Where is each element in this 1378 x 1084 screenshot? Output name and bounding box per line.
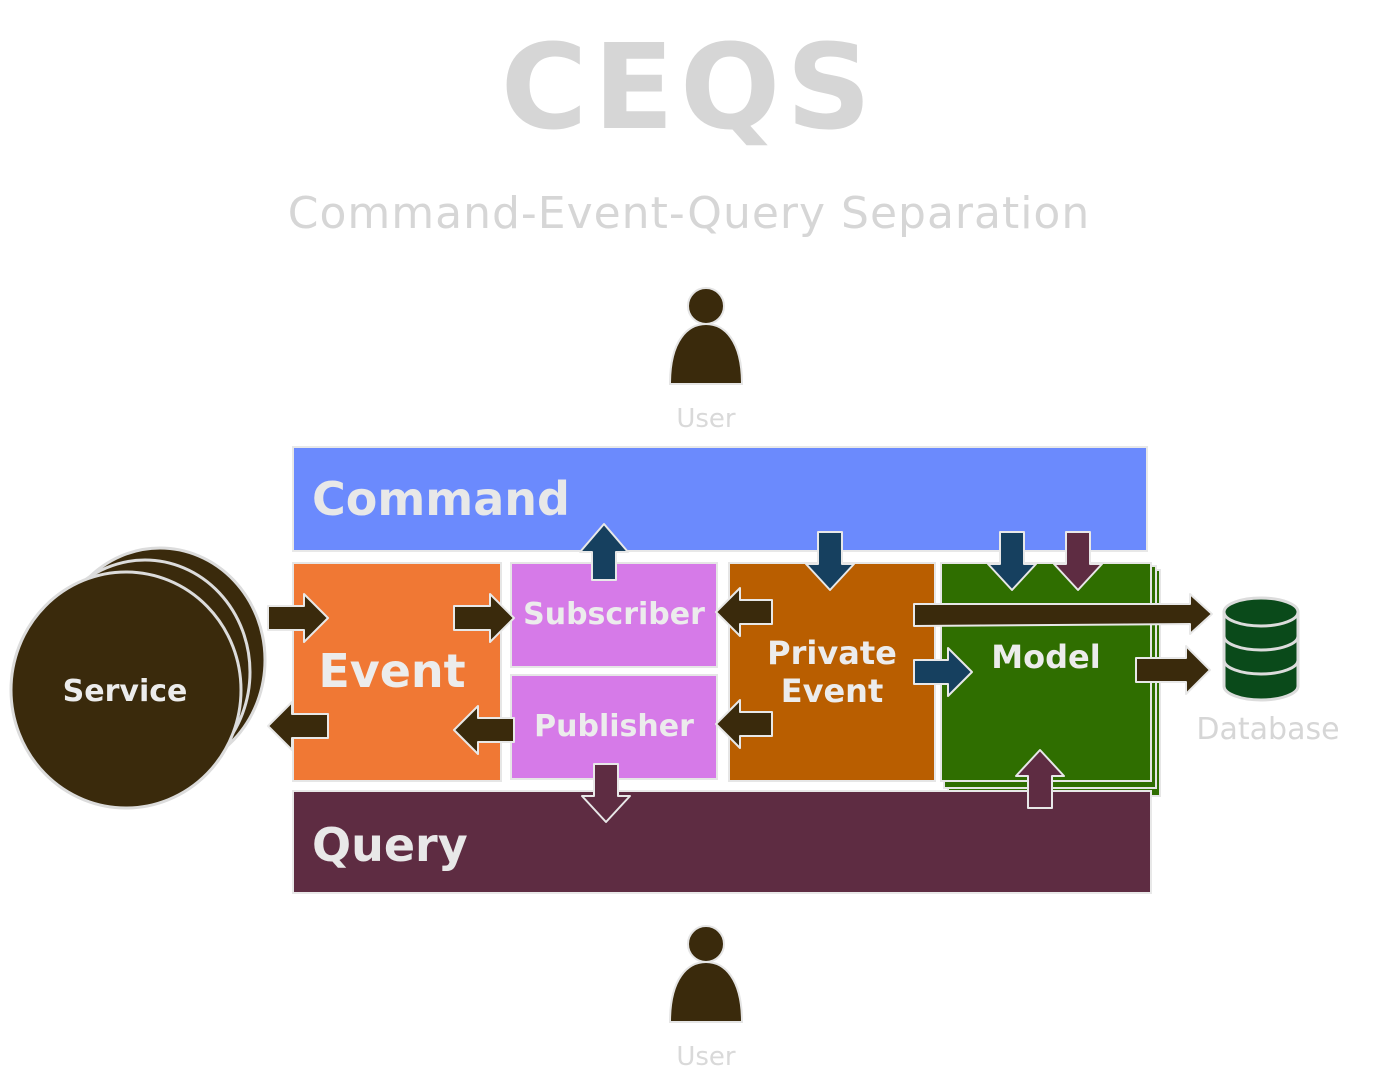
arrow-publisher-to-event [453, 705, 515, 755]
private-event-label-line2: Event [780, 672, 884, 710]
event-component: Event [292, 562, 502, 782]
arrow-command-to-model [987, 531, 1037, 591]
arrow-event-to-subscriber [453, 593, 515, 643]
publisher-component-label: Publisher [534, 709, 694, 744]
private-event-component: Private Event [728, 562, 936, 782]
private-event-label-line1: Private [767, 633, 897, 672]
service-disc-stack [9, 546, 267, 810]
arrow-publisher-to-query [581, 763, 631, 823]
publisher-component: Publisher [510, 674, 718, 780]
user-icon-top [668, 287, 744, 385]
arrow-private-event-to-model [913, 647, 973, 697]
arrow-event-to-service [267, 701, 329, 751]
user-icon-bottom [668, 925, 744, 1023]
subscriber-component: Subscriber [510, 562, 718, 668]
arrow-private-event-to-database [913, 593, 1213, 635]
arrow-model-to-database [1135, 645, 1211, 695]
diagram-title: CEQS [500, 18, 878, 156]
model-component-label: Model [991, 637, 1101, 676]
event-component-label: Event [318, 644, 466, 699]
user-label-top: User [676, 404, 736, 434]
query-layer-label: Query [312, 818, 468, 872]
model-component: Model [940, 562, 1152, 782]
database-label: Database [1196, 712, 1340, 747]
subscriber-component-label: Subscriber [523, 597, 705, 632]
arrow-private-event-to-publisher [715, 699, 773, 749]
arrow-query-to-model [1015, 749, 1065, 809]
command-layer-label: Command [312, 472, 570, 526]
arrow-subscriber-to-command [579, 523, 629, 581]
arrow-command-to-private-event [805, 531, 855, 591]
diagram-subtitle: Command-Event-Query Separation [287, 188, 1091, 239]
query-layer: Query [292, 790, 1152, 894]
arrow-private-event-to-subscriber [715, 587, 773, 637]
arrow-service-to-event [267, 593, 329, 643]
database-icon [1222, 596, 1300, 702]
service-label: Service [62, 674, 188, 709]
arrow-model-query-link [1053, 531, 1103, 591]
user-label-bottom: User [676, 1042, 736, 1072]
